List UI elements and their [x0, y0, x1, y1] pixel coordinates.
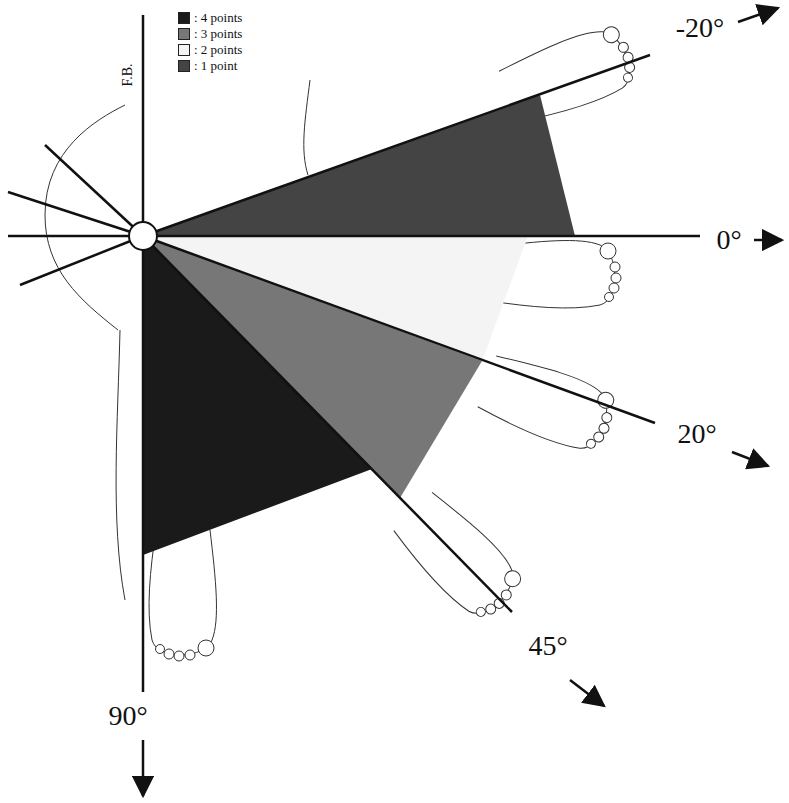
- ray-extension: [8, 192, 143, 236]
- score-wedge: [143, 236, 372, 555]
- toe: [501, 567, 524, 590]
- legend-item: : 4 points: [178, 10, 242, 26]
- ray-extension: [45, 145, 143, 236]
- axis-90: [142, 15, 145, 692]
- angle-label: 0°: [716, 226, 741, 254]
- legend-item: : 2 points: [178, 42, 242, 58]
- ray-extension: [20, 236, 143, 285]
- legend-swatch: [178, 28, 190, 40]
- direction-arrow: [142, 740, 145, 796]
- legend-text: : 1 point: [194, 58, 237, 74]
- ray-20: [143, 236, 655, 423]
- toe: [474, 606, 487, 619]
- toe: [164, 649, 174, 659]
- direction-arrow: [738, 8, 778, 22]
- toe: [156, 645, 165, 654]
- legend-swatch: [178, 12, 190, 24]
- angle-label: 45°: [528, 632, 567, 660]
- leg-outline: [304, 80, 310, 175]
- toe: [601, 24, 622, 45]
- legend-swatch: [178, 44, 190, 56]
- toe: [185, 650, 195, 660]
- ray-minus-20: [143, 55, 650, 236]
- toe: [610, 262, 620, 272]
- toe: [600, 411, 613, 424]
- toe: [611, 273, 621, 283]
- toe: [609, 283, 619, 293]
- score-wedge: [143, 95, 575, 236]
- foot-drawing: [149, 530, 216, 661]
- angle-label: 20°: [677, 420, 716, 448]
- toe: [198, 640, 214, 656]
- direction-arrow: [754, 239, 782, 242]
- legend-item: : 1 point: [178, 58, 242, 74]
- legend-swatch: [178, 60, 190, 72]
- toe: [622, 72, 634, 84]
- direction-arrow: [570, 680, 604, 706]
- legend-text: : 3 points: [194, 26, 242, 42]
- axis-label: F.B.: [121, 63, 135, 86]
- legend-text: : 2 points: [194, 42, 242, 58]
- axis-0: [8, 235, 700, 238]
- toe: [484, 602, 498, 616]
- angle-label: 90°: [108, 702, 147, 730]
- toe: [174, 651, 184, 661]
- legend-item: : 3 points: [178, 26, 242, 42]
- angle-label: -20°: [676, 14, 725, 42]
- legend-text: : 4 points: [194, 10, 242, 26]
- leg-outline: [116, 330, 125, 600]
- toe: [600, 243, 616, 259]
- toe: [605, 293, 614, 302]
- toe: [585, 438, 597, 450]
- direction-arrow: [732, 452, 768, 466]
- toe: [617, 41, 630, 54]
- ray-45: [143, 236, 512, 612]
- pivot-circle: [129, 222, 157, 250]
- legend: : 4 points: 3 points: 2 points: 1 point: [178, 10, 242, 74]
